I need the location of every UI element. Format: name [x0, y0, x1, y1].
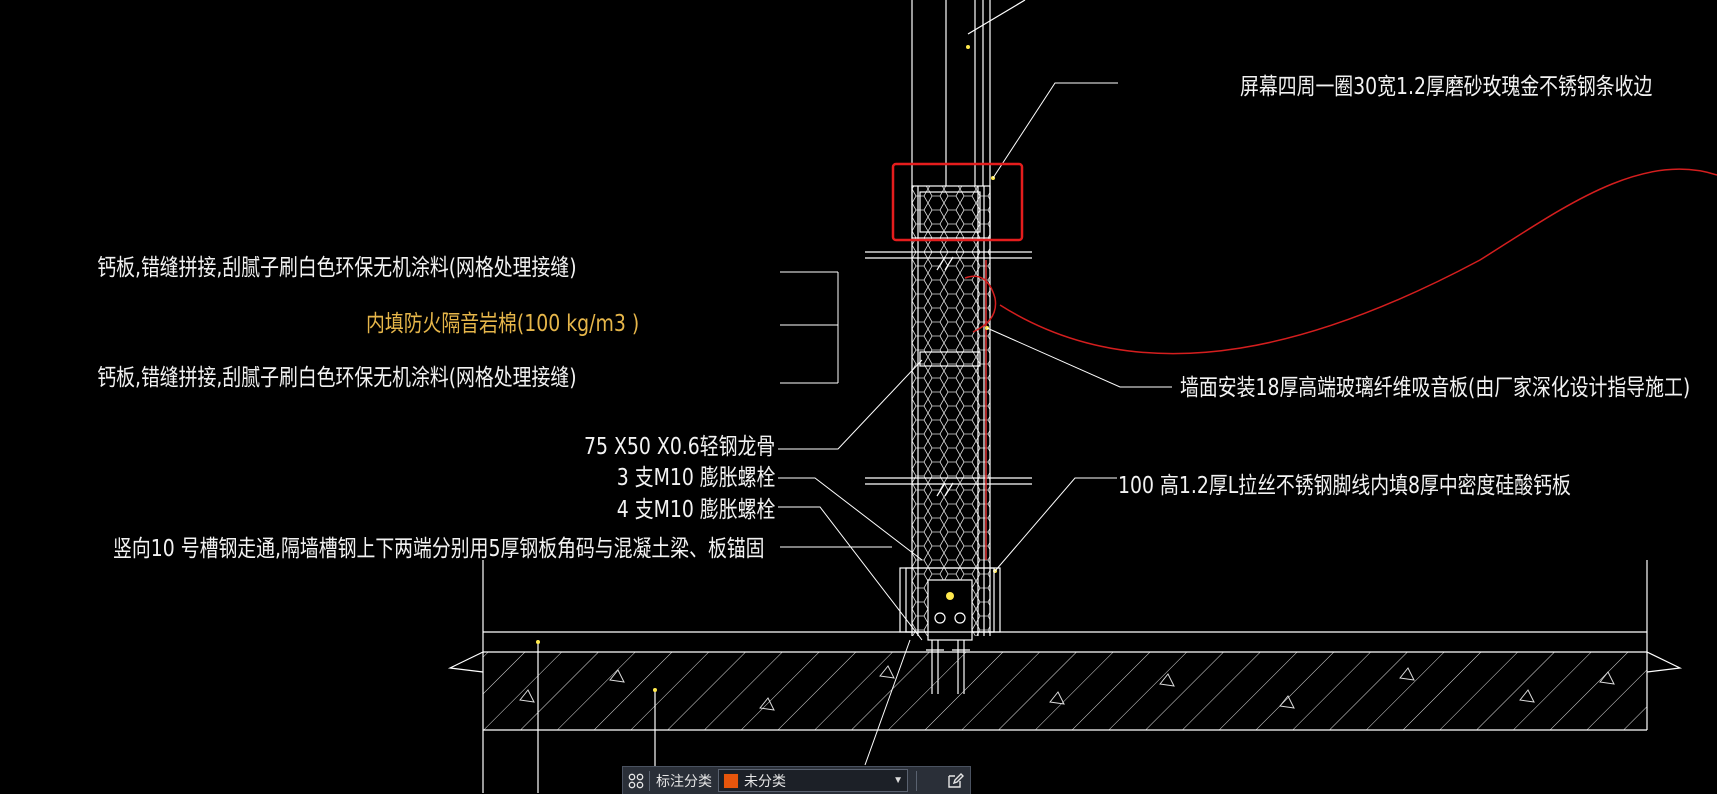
upper-wall-lines — [911, 0, 1026, 186]
category-label: 标注分类 — [656, 772, 712, 789]
annotation-skirting: 100 高1.2厚L拉丝不锈钢脚线内填8厚中密度硅酸钙板 — [1118, 473, 1571, 499]
annotation-bolt-3: 3 支M10 膨胀螺栓 — [616, 465, 775, 491]
highlight-box — [891, 162, 1024, 242]
floor-slab — [447, 560, 1683, 793]
chevron-down-icon[interactable]: ▼ — [893, 775, 903, 786]
category-color-swatch — [723, 772, 739, 789]
category-select[interactable]: 未分类 ▼ — [718, 769, 908, 792]
wall-section — [865, 176, 1032, 636]
toolbar-divider — [649, 770, 650, 791]
annotation-keel: 75 X50 X0.6轻钢龙骨 — [583, 434, 775, 460]
annotation-category-toolbar: 标注分类 未分类 ▼ — [622, 766, 971, 794]
revision-cloud — [964, 168, 1717, 355]
leader-lines — [778, 82, 1172, 766]
annotation-channel: 竖向10 号槽钢走通,隔墙槽钢上下两端分别用5厚钢板角码与混凝土梁、板锚固 — [113, 536, 765, 562]
grid-icon[interactable] — [623, 767, 649, 794]
edit-icon[interactable] — [940, 767, 970, 794]
annotation-bolt-4: 4 支M10 膨胀螺栓 — [616, 497, 775, 523]
category-select-value: 未分类 — [744, 772, 786, 789]
annotation-board-bottom: 钙板,错缝拼接,刮腻子刷白色环保无机涂料(网格处理接缝) — [97, 365, 577, 391]
annotation-screen-edge: 屏幕四周一圈30宽1.2厚磨砂玫瑰金不锈钢条收边 — [1240, 74, 1653, 100]
annotation-board-top: 钙板,错缝拼接,刮腻子刷白色环保无机涂料(网格处理接缝) — [97, 255, 577, 281]
annotation-insulation: 内填防火隔音岩棉(100 kg/m3 ) — [365, 311, 639, 337]
annotation-acoustic-panel: 墙面安装18厚高端玻璃纤维吸音板(由厂家深化设计指导施工) — [1180, 375, 1691, 401]
toolbar-divider-2 — [916, 770, 917, 791]
